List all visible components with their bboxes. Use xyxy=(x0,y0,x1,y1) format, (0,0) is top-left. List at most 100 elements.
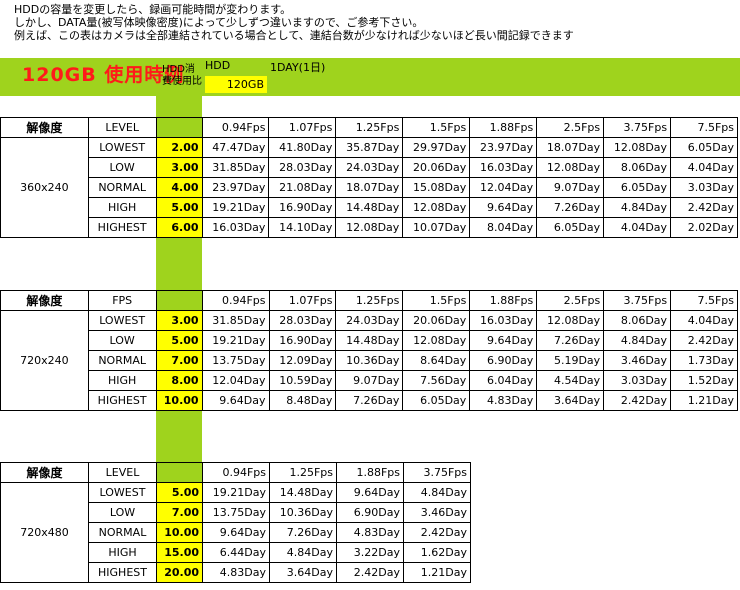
day-value: 6.05Day xyxy=(670,137,738,158)
day-value: 10.59Day xyxy=(268,370,337,391)
usage-ratio: 7.00 xyxy=(156,502,203,523)
hdd-usage-label: HDD消費使用比 xyxy=(162,64,202,87)
day-value: 24.03Day xyxy=(335,157,404,178)
resolution-header: 解像度 xyxy=(0,290,89,311)
day-value: 9.07Day xyxy=(536,177,605,198)
level-label: LOWEST xyxy=(87,137,157,158)
header-band xyxy=(0,58,740,96)
day-value: 3.46Day xyxy=(403,502,471,523)
level-header: LEVEL xyxy=(88,462,157,483)
day-value: 10.36Day xyxy=(269,502,337,523)
fps-header: 1.07Fps xyxy=(268,117,337,138)
day-header: 1DAY(1日) xyxy=(270,61,326,74)
day-value: 16.03Day xyxy=(469,310,538,331)
day-value: 3.22Day xyxy=(336,542,404,563)
ratio-header-cell xyxy=(156,462,203,483)
usage-ratio: 5.00 xyxy=(155,197,203,218)
day-value: 18.07Day xyxy=(335,177,404,198)
resolution-header: 解像度 xyxy=(0,117,89,138)
day-value: 12.08Day xyxy=(335,217,404,238)
day-value: 28.03Day xyxy=(268,157,337,178)
fps-header: 0.94Fps xyxy=(201,117,270,138)
day-value: 4.83Day xyxy=(202,562,270,583)
day-value: 6.05Day xyxy=(603,177,672,198)
usage-ratio: 10.00 xyxy=(155,390,203,411)
day-value: 14.48Day xyxy=(269,482,337,503)
fps-header: 3.75Fps xyxy=(603,290,672,311)
fps-header: 1.88Fps xyxy=(469,290,538,311)
day-value: 23.97Day xyxy=(201,177,270,198)
day-value: 14.10Day xyxy=(268,217,337,238)
day-value: 29.97Day xyxy=(402,137,471,158)
usage-ratio: 8.00 xyxy=(155,370,203,391)
usage-ratio: 20.00 xyxy=(156,562,203,583)
usage-ratio: 2.00 xyxy=(155,137,203,158)
level-label: LOW xyxy=(88,502,157,523)
day-value: 8.06Day xyxy=(603,310,672,331)
resolution-label: 720x240 xyxy=(0,310,89,411)
level-label: HIGH xyxy=(88,542,157,563)
fps-header: 0.94Fps xyxy=(202,462,270,483)
hdd-header: HDD xyxy=(205,59,231,72)
day-value: 9.64Day xyxy=(469,330,538,351)
day-value: 24.03Day xyxy=(335,310,404,331)
day-value: 47.47Day xyxy=(201,137,270,158)
fps-header: 1.5Fps xyxy=(402,117,471,138)
day-value: 1.52Day xyxy=(670,370,738,391)
day-value: 4.04Day xyxy=(603,217,672,238)
fps-header: 7.5Fps xyxy=(670,117,738,138)
day-value: 9.64Day xyxy=(469,197,538,218)
level-label: NORMAL xyxy=(88,522,157,543)
day-value: 8.06Day xyxy=(603,157,672,178)
day-value: 16.90Day xyxy=(268,197,337,218)
level-label: HIGH xyxy=(87,370,157,391)
day-value: 10.07Day xyxy=(402,217,471,238)
resolution-header: 解像度 xyxy=(0,462,89,483)
page-title: 120GB 使用時例 xyxy=(22,64,185,86)
level-label: NORMAL xyxy=(87,177,157,198)
day-value: 21.08Day xyxy=(268,177,337,198)
day-value: 41.80Day xyxy=(268,137,337,158)
day-value: 18.07Day xyxy=(536,137,605,158)
day-value: 7.56Day xyxy=(402,370,471,391)
day-value: 31.85Day xyxy=(201,310,270,331)
day-value: 3.46Day xyxy=(603,350,672,371)
fps-header: 1.25Fps xyxy=(335,117,404,138)
day-value: 1.62Day xyxy=(403,542,471,563)
day-value: 2.02Day xyxy=(670,217,738,238)
note-line: HDDの容量を変更したら、録画可能時間が変わります。 xyxy=(14,3,292,16)
day-value: 13.75Day xyxy=(202,502,270,523)
usage-ratio: 3.00 xyxy=(155,310,203,331)
day-value: 6.04Day xyxy=(469,370,538,391)
day-value: 1.73Day xyxy=(670,350,738,371)
day-value: 7.26Day xyxy=(536,197,605,218)
day-value: 9.64Day xyxy=(336,482,404,503)
day-value: 14.48Day xyxy=(335,330,404,351)
day-value: 4.84Day xyxy=(403,482,471,503)
day-value: 2.42Day xyxy=(603,390,672,411)
day-value: 12.08Day xyxy=(536,157,605,178)
day-value: 3.64Day xyxy=(536,390,605,411)
day-value: 12.04Day xyxy=(469,177,538,198)
level-label: LOWEST xyxy=(88,482,157,503)
hdd-capacity: 120GB xyxy=(205,76,267,93)
ratio-header-cell xyxy=(155,117,203,138)
resolution-label: 360x240 xyxy=(0,137,89,238)
day-value: 9.64Day xyxy=(201,390,270,411)
day-value: 20.06Day xyxy=(402,310,471,331)
day-value: 3.64Day xyxy=(269,562,337,583)
day-value: 23.97Day xyxy=(469,137,538,158)
day-value: 3.03Day xyxy=(670,177,738,198)
fps-header: 1.07Fps xyxy=(268,290,337,311)
